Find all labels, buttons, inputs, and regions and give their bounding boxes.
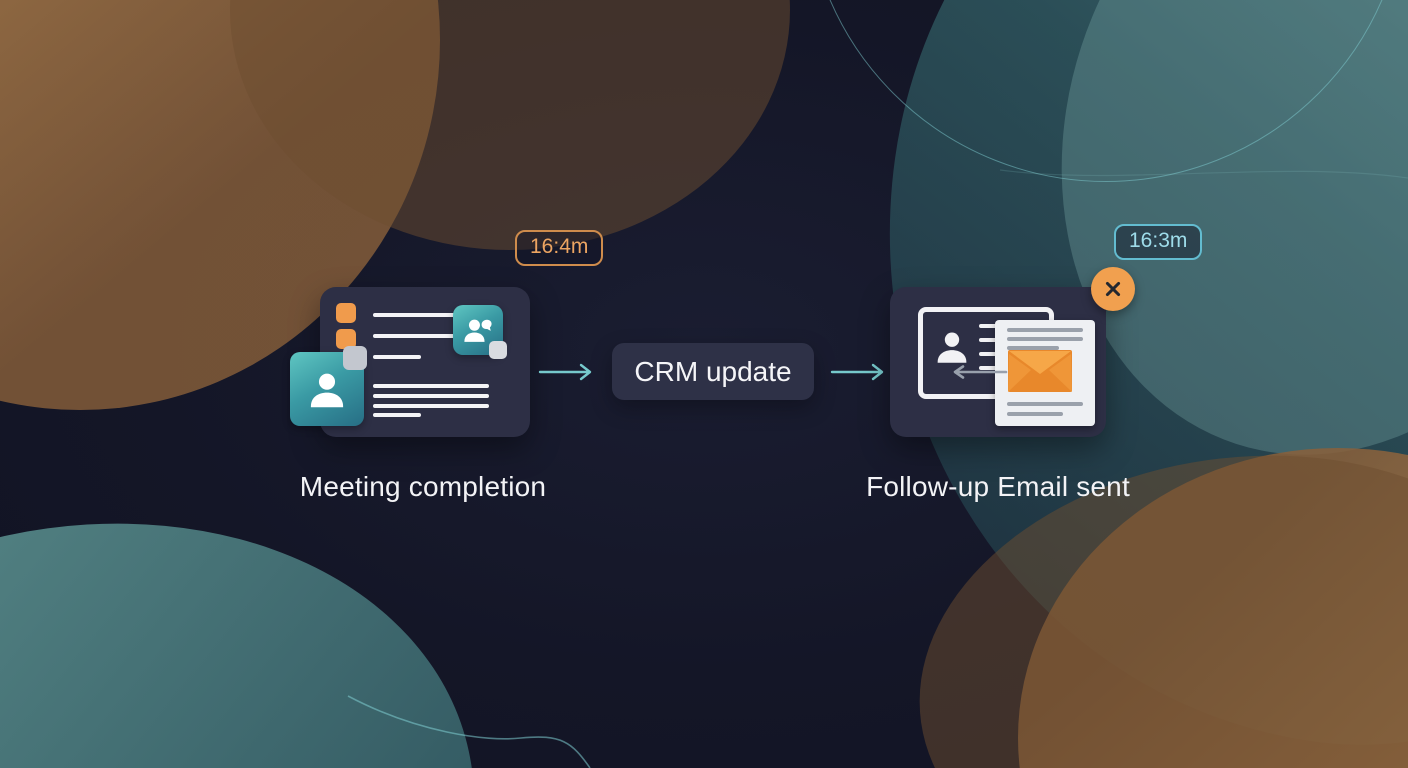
text-line — [373, 313, 457, 317]
text-line — [1007, 412, 1063, 416]
action-node-crm-update[interactable]: CRM update — [612, 343, 814, 400]
result-node[interactable] — [890, 267, 1135, 437]
trigger-timer-value: 16:4m — [530, 235, 589, 258]
decor-faint-curve — [1000, 169, 1408, 179]
text-line — [979, 352, 1009, 356]
text-line — [373, 384, 489, 388]
result-timer-badge: 16:3m — [1114, 224, 1203, 260]
text-line — [1007, 328, 1083, 332]
text-line — [979, 324, 1009, 328]
text-line — [1007, 346, 1059, 350]
checklist-item-icon — [336, 329, 356, 349]
envelope-icon — [1008, 350, 1072, 392]
text-line — [979, 366, 1009, 370]
action-label: CRM update — [634, 355, 792, 387]
trigger-node-label: Meeting completion — [299, 471, 547, 502]
trigger-node[interactable] — [290, 287, 530, 437]
checklist-item-icon — [336, 303, 356, 323]
decor-wavy-line — [347, 695, 591, 768]
text-line — [1007, 337, 1083, 341]
person-glyph — [937, 332, 967, 363]
dismiss-x-button[interactable] — [1091, 267, 1135, 311]
arrow-left-icon — [953, 365, 1008, 379]
email-document-icon — [995, 320, 1095, 426]
text-line — [979, 338, 1009, 342]
corner-chip — [489, 341, 507, 359]
text-line — [373, 413, 421, 417]
text-line — [373, 355, 421, 359]
text-line — [373, 394, 489, 398]
text-line — [373, 404, 489, 408]
folded-corner — [343, 346, 367, 370]
arrow-right-icon — [538, 363, 592, 381]
people-icon — [453, 305, 507, 359]
trigger-timer-badge: 16:4m — [515, 230, 604, 266]
result-node-label: Follow-up Email sent — [866, 471, 1130, 502]
result-timer-value: 16:3m — [1129, 229, 1188, 252]
text-line — [1007, 402, 1083, 406]
people-glyph — [464, 319, 492, 342]
contact-person-icon — [290, 346, 367, 426]
arrow-right-icon — [830, 363, 884, 381]
text-line — [373, 334, 457, 338]
person-glyph — [310, 373, 344, 408]
x-icon — [1105, 281, 1121, 297]
